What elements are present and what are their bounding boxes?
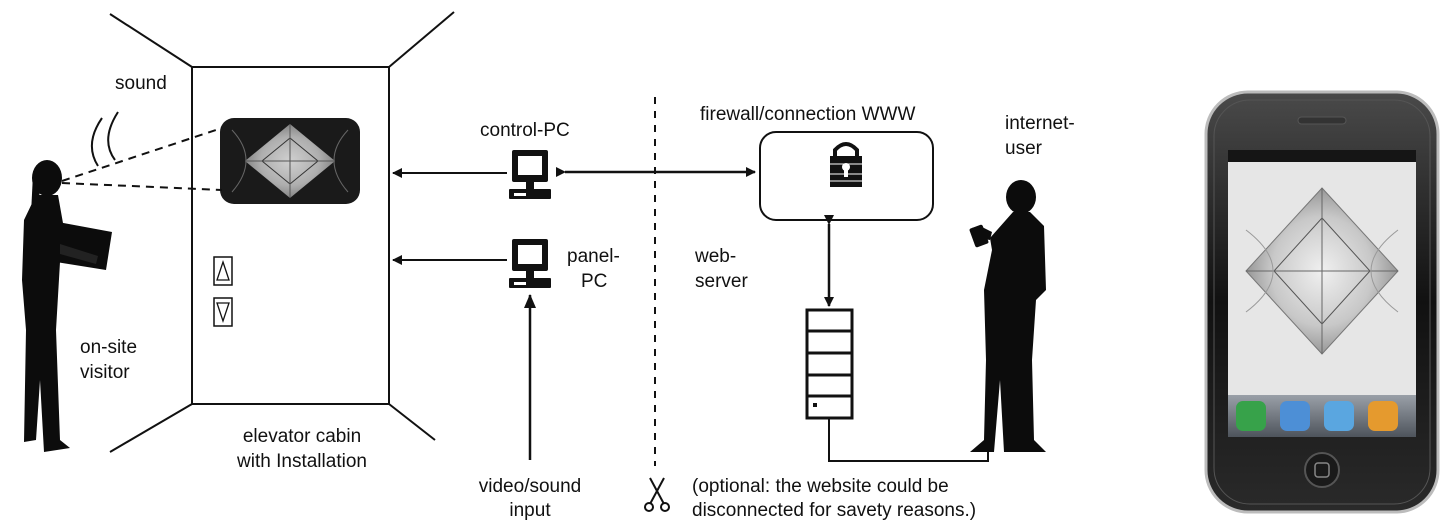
web-server-label-line2: server xyxy=(695,271,748,292)
video-sound-input-label-line2: input xyxy=(509,500,551,521)
optional-note-line2: disconnected for savety reasons.) xyxy=(692,500,977,521)
scissors-icon xyxy=(644,477,670,512)
internet-user-label-line2: user xyxy=(1005,138,1042,159)
server-rack-icon xyxy=(805,308,854,420)
control-pc-label: control-PC xyxy=(480,120,570,141)
elevator-cabin xyxy=(109,11,455,453)
elevator-screen xyxy=(220,118,360,204)
sound-waves-icon xyxy=(91,111,119,167)
elevator-up-button xyxy=(213,256,233,286)
elevator-down-button xyxy=(213,297,233,327)
on-site-visitor-label-line1: on-site xyxy=(80,337,138,358)
internet-user-silhouette xyxy=(969,180,1046,452)
panel-pc-label-line2: PC xyxy=(581,271,608,292)
sound-label: sound xyxy=(115,73,167,94)
smartphone-icon xyxy=(1204,90,1440,514)
on-site-visitor-label-line2: visitor xyxy=(80,362,130,383)
elevator-cabin-label-line2: with Installation xyxy=(237,451,367,472)
sightline-bottom xyxy=(61,182,223,191)
control-pc-computer-icon xyxy=(509,150,551,199)
optional-note-line1: (optional: the website could be xyxy=(692,476,949,497)
elevator-edge-br xyxy=(388,403,436,441)
elevator-cabin-label-line1: elevator cabin xyxy=(242,426,362,447)
panel-pc-label-line1: panel- xyxy=(567,246,620,267)
internet-user-label-line1: internet- xyxy=(1005,113,1075,134)
web-server-label-line1: web- xyxy=(695,246,737,267)
lock-icon xyxy=(830,142,862,187)
panel-pc-computer-icon xyxy=(509,239,551,288)
elevator-edge-bl xyxy=(109,403,193,453)
video-sound-input-label-line1: video/sound xyxy=(478,476,582,497)
server-user-connection xyxy=(828,418,989,462)
elevator-edge-tl xyxy=(109,13,193,68)
sightline-top xyxy=(61,127,223,182)
firewall-label: firewall/connection WWW xyxy=(700,104,916,125)
on-site-visitor-silhouette xyxy=(22,160,112,452)
elevator-back-wall xyxy=(191,66,390,405)
elevator-edge-tr xyxy=(388,11,455,68)
